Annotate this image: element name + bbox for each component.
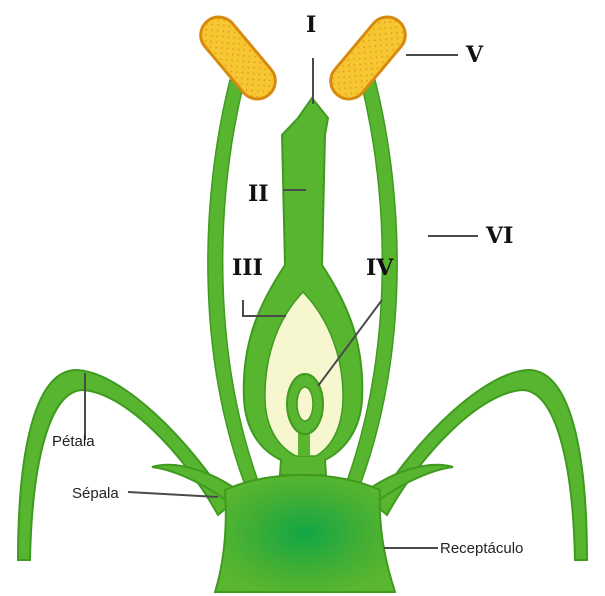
ovule-stalk bbox=[298, 432, 310, 456]
label-petal: Pétala bbox=[52, 433, 95, 450]
label-receptacle: Receptáculo bbox=[440, 540, 523, 557]
ovule-inner bbox=[297, 387, 313, 421]
label-anther: V bbox=[465, 42, 484, 68]
receptacle bbox=[215, 475, 395, 592]
label-style: II bbox=[248, 181, 269, 207]
label-ovary: III bbox=[232, 255, 263, 281]
label-ovule: IV bbox=[366, 255, 394, 281]
label-stigma: I bbox=[306, 12, 316, 38]
petal-right bbox=[375, 370, 587, 560]
petal-left bbox=[18, 370, 230, 560]
label-filament: VI bbox=[485, 223, 513, 249]
label-sepal: Sépala bbox=[72, 485, 119, 502]
